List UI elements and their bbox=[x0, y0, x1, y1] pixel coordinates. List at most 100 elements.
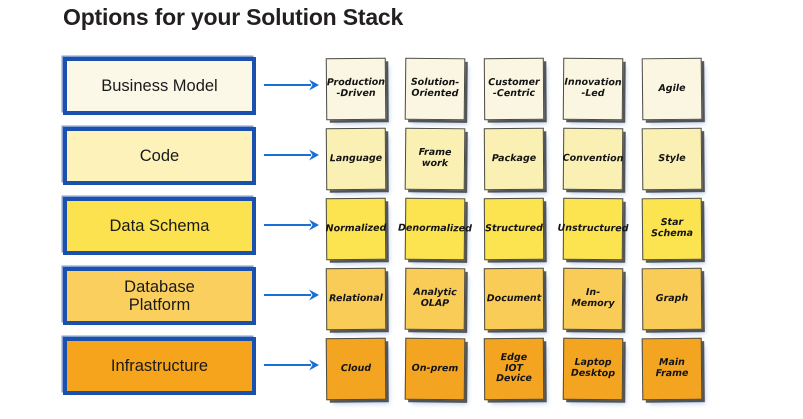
sticky-note-line: Unstructured bbox=[557, 222, 629, 234]
sticky-note-line: -Driven bbox=[336, 87, 376, 100]
sticky-note-text: Innovation-Led bbox=[564, 77, 621, 100]
sticky-note-line: Language bbox=[329, 152, 383, 164]
sticky-note[interactable]: Agile bbox=[641, 57, 703, 121]
sticky-note-text: On-prem bbox=[412, 362, 459, 374]
sticky-note-text: Customer-Centric bbox=[488, 77, 540, 100]
layer-label-text: Code bbox=[140, 147, 179, 165]
sticky-note-text: Unstructured bbox=[557, 222, 629, 235]
sticky-note-line: Desktop bbox=[570, 367, 616, 380]
sticky-note-text: Production-Driven bbox=[327, 77, 385, 100]
sticky-note-line: Package bbox=[491, 152, 537, 164]
arrow-right-icon bbox=[264, 287, 320, 303]
sticky-note-text: In-Memory bbox=[571, 287, 614, 310]
sticky-note[interactable]: Convention bbox=[562, 127, 624, 191]
sticky-note-text: Package bbox=[491, 152, 537, 164]
sticky-note-text: Convention bbox=[562, 152, 624, 164]
sticky-note[interactable]: Package bbox=[483, 127, 545, 191]
sticky-note-text: Cloud bbox=[340, 362, 372, 374]
sticky-note-line: Graph bbox=[655, 292, 689, 304]
sticky-note-line: Edge bbox=[500, 351, 528, 363]
sticky-note-line: Structured bbox=[485, 222, 543, 234]
sticky-note-text: Agile bbox=[658, 82, 686, 94]
layer-label-box[interactable]: Business Model bbox=[63, 57, 256, 115]
sticky-note-text: Relational bbox=[329, 292, 383, 304]
sticky-note[interactable]: On-prem bbox=[404, 337, 466, 401]
sticky-note-line: Document bbox=[486, 292, 542, 304]
sticky-note-text: Structured bbox=[485, 222, 543, 234]
sticky-note[interactable]: Structured bbox=[483, 197, 545, 261]
layer-label-line: Infrastructure bbox=[110, 356, 209, 375]
sticky-note[interactable]: Unstructured bbox=[557, 197, 629, 261]
page-title: Options for your Solution Stack bbox=[63, 4, 404, 30]
sticky-note[interactable]: Cloud bbox=[325, 337, 387, 401]
sticky-note[interactable]: Denormalized bbox=[398, 197, 472, 261]
sticky-note[interactable]: Language bbox=[325, 127, 387, 191]
arrow-right-icon bbox=[264, 217, 320, 233]
sticky-note-line: Normalized bbox=[325, 222, 387, 234]
sticky-note[interactable]: Graph bbox=[641, 267, 703, 331]
sticky-note-line: Convention bbox=[562, 152, 624, 164]
sticky-note-text: Solution-Oriented bbox=[411, 77, 460, 100]
sticky-note-line: Denormalized bbox=[398, 222, 473, 234]
layer-label-box[interactable]: Data Schema bbox=[63, 197, 256, 255]
layer-label-line: Database bbox=[124, 277, 195, 296]
solution-stack-grid: Business Model Production-Driven Solution-… bbox=[0, 55, 803, 419]
layer-label-text: Data Schema bbox=[110, 217, 210, 235]
sticky-note-line: Schema bbox=[650, 227, 694, 240]
sticky-note[interactable]: Production-Driven bbox=[325, 57, 387, 121]
sticky-note-line: Cloud bbox=[340, 362, 372, 374]
sticky-note[interactable]: Style bbox=[641, 127, 703, 191]
sticky-note-line: Style bbox=[658, 152, 686, 164]
sticky-note-line: Oriented bbox=[411, 87, 459, 100]
layer-label-line: Platform bbox=[128, 296, 191, 314]
layer-label-line: Business Model bbox=[101, 76, 218, 95]
sticky-note-line: Frame bbox=[655, 367, 689, 380]
sticky-note[interactable]: Customer-Centric bbox=[483, 57, 545, 121]
arrow-right-icon bbox=[264, 357, 320, 373]
arrow-right-icon bbox=[264, 147, 320, 163]
sticky-note-line: Device bbox=[496, 373, 533, 385]
sticky-note[interactable]: Solution-Oriented bbox=[404, 57, 466, 121]
sticky-note-line: work bbox=[421, 157, 449, 170]
sticky-note[interactable]: Normalized bbox=[325, 197, 387, 261]
stack-row: Business Model Production-Driven Solution-… bbox=[0, 55, 803, 125]
sticky-note-line: -Led bbox=[581, 87, 605, 100]
sticky-note-text: Language bbox=[329, 152, 383, 164]
layer-label-line: Data Schema bbox=[109, 216, 210, 235]
layer-label-text: Business Model bbox=[101, 77, 217, 95]
layer-label-box[interactable]: Infrastructure bbox=[63, 337, 256, 395]
sticky-note[interactable]: Relational bbox=[325, 267, 387, 331]
sticky-note[interactable]: In-Memory bbox=[562, 267, 624, 331]
sticky-note-line: Relational bbox=[329, 292, 383, 304]
stack-row: Data Schema Normalized Denormalized Structu… bbox=[0, 195, 803, 265]
arrow-right-icon bbox=[264, 77, 320, 93]
sticky-note-text: Normalized bbox=[325, 222, 387, 234]
sticky-note-text: Denormalized bbox=[398, 222, 473, 235]
sticky-note-line: -Centric bbox=[492, 87, 536, 100]
layer-label-line: Code bbox=[139, 146, 180, 165]
sticky-note[interactable]: Document bbox=[483, 267, 545, 331]
layer-label-box[interactable]: Code bbox=[63, 127, 256, 185]
layer-label-text: Infrastructure bbox=[111, 357, 208, 375]
sticky-note-line: Agile bbox=[658, 82, 686, 94]
sticky-note-text: Graph bbox=[655, 292, 689, 304]
sticky-note[interactable]: Innovation-Led bbox=[562, 57, 624, 121]
sticky-note-text: Style bbox=[658, 152, 686, 164]
